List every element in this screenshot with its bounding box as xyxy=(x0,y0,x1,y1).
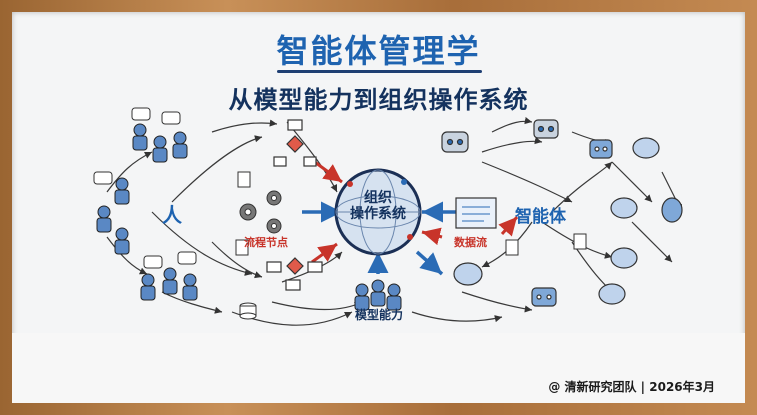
page-subtitle: 从模型能力到组织操作系统 xyxy=(12,80,745,115)
dataflow-label: 数据流 xyxy=(454,234,487,250)
agent-node-label: 智能体 xyxy=(515,202,566,227)
center-node-label: 组织 操作系统 xyxy=(348,190,408,222)
whiteboard: 智能体管理学 从模型能力到组织操作系统 组织 操作系统 人 智能体 流程节点 数… xyxy=(12,12,745,403)
footer-credit: @ 清新研究团队 | 2026年3月 xyxy=(548,378,715,395)
gear-icons xyxy=(240,191,281,233)
process-node-label: 流程节点 xyxy=(244,234,288,250)
flowchart-top xyxy=(274,120,316,166)
flowchart-bottom xyxy=(267,258,322,290)
page-title: 智能体管理学 xyxy=(12,26,745,72)
model-capability-label: 模型能力 xyxy=(355,306,403,323)
database-icon xyxy=(240,303,256,319)
title-underline xyxy=(277,70,482,73)
human-node-label: 人 xyxy=(162,199,182,228)
screen-icon xyxy=(456,198,496,228)
